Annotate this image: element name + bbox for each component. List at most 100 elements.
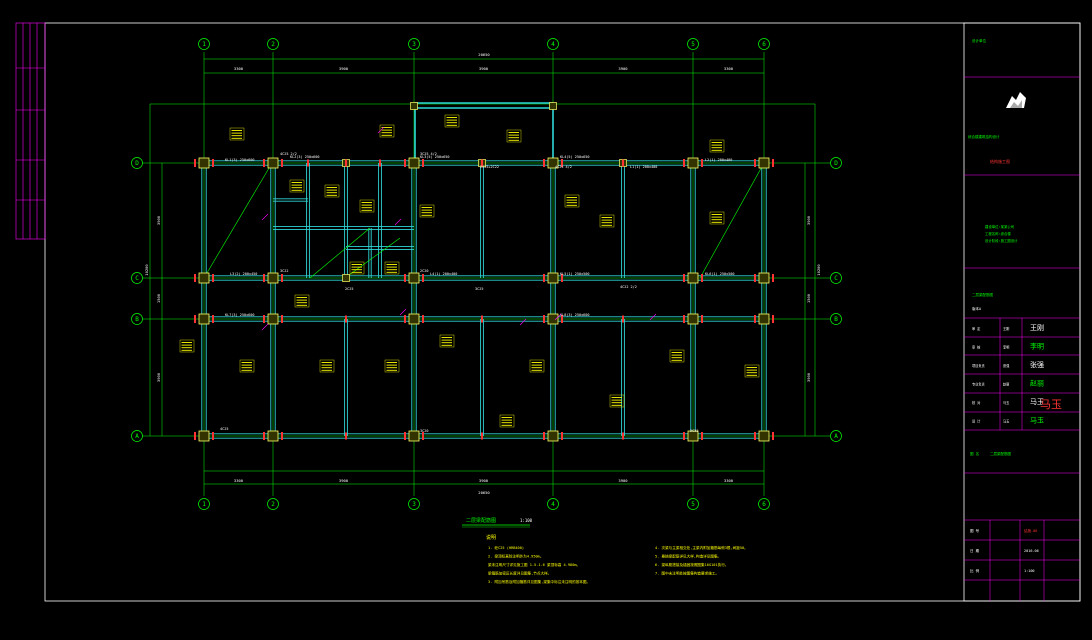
axis-bubble (198, 498, 210, 510)
axis-bubble (267, 38, 279, 50)
rebar-mark (404, 274, 406, 282)
rebar-label: 2C22 (690, 429, 698, 433)
plan-title-scale: 1:100 (520, 518, 533, 523)
beam-label: L1(1) 200x400 (630, 165, 657, 169)
tb-role-name: 李明 (1003, 345, 1009, 350)
axis-bubble (267, 498, 279, 510)
rebar-mark (561, 274, 563, 282)
notes: 说明 1. 砼C25 (HRB400)2. 梁顶标高除注明外为4.950m。 梁… (486, 534, 748, 584)
axis-bubble (547, 38, 559, 50)
notes-right-column: 4. 次梁与主梁相交处,主梁内附加箍筋每侧3根,间距50。5. 悬挑梁配筋详见大… (655, 545, 748, 576)
tb-drawing-name: 二层梁配筋图 (990, 451, 1011, 456)
axis-bubble-label: D (135, 160, 139, 167)
annotation-tag-box (439, 334, 455, 348)
rebar-mark (263, 159, 265, 167)
rebar-mark (754, 315, 756, 323)
column (547, 313, 559, 325)
annotation-tag-box (564, 194, 580, 208)
beam-label: L3(2) 200x450 (230, 272, 257, 276)
annotation-tag-box (506, 129, 522, 143)
tb-role-name: 马玉 (1003, 400, 1010, 405)
plan-title-text: 二层梁配筋图 (466, 517, 496, 524)
rebar-mark (263, 315, 265, 323)
rebar-mark (281, 159, 283, 167)
annotation-tag-box (669, 349, 685, 363)
axis-bubble-label: 4 (551, 41, 555, 48)
axis-bubble-label: 6 (762, 501, 766, 508)
column (198, 313, 210, 325)
rebar-mark (772, 274, 774, 282)
axis-bubble-label: 5 (691, 501, 695, 508)
tb-scale-label: 比 例 (970, 568, 980, 573)
axis-bubble-label: 3 (412, 501, 416, 508)
tb-role-signature: 张强 (1030, 360, 1044, 369)
tb-role-signature: 马玉 (1030, 417, 1044, 425)
rebar-label: 3C25 (475, 287, 483, 291)
axis-bubble-label: A (135, 433, 139, 440)
annotation-tag-box (744, 364, 760, 378)
column (408, 313, 420, 325)
column (687, 313, 699, 325)
rebar-mark (543, 315, 545, 323)
tb-role-label: 设 计 (972, 419, 981, 424)
tb-owner-line: 建设单位:某某公司 (985, 224, 1014, 229)
column (758, 157, 770, 169)
axis-bubble-label: B (135, 316, 139, 323)
rebar-mark (194, 159, 196, 167)
axis-bubble (408, 498, 420, 510)
rebar-mark (481, 315, 483, 323)
axis-bubble (131, 157, 143, 169)
beam-label: KL8(3) 250x600 (560, 313, 590, 317)
dim-text-left: 1500 (156, 293, 161, 303)
magenta-leader (649, 313, 657, 321)
tb-role-rows: 审 定王刚王刚审 核李明李明项目负责张强张强专业负责赵丽赵丽校 对马玉马玉设 计… (972, 323, 1044, 425)
column (547, 272, 559, 284)
rebar-mark (307, 159, 309, 167)
annotation-tag-box (359, 199, 375, 213)
rebar-mark (194, 315, 196, 323)
annotation-tag-box (419, 204, 435, 218)
axis-bubble-label: 3 (412, 41, 416, 48)
rebar-mark (481, 159, 483, 167)
column (267, 430, 279, 442)
axis-bubble (687, 38, 699, 50)
column (267, 157, 279, 169)
dim-text-top: 3900 (479, 66, 489, 71)
column (687, 430, 699, 442)
magenta-leader (554, 313, 562, 321)
annotation-tag-box (709, 211, 725, 225)
rebar-mark (281, 315, 283, 323)
rebar-mark (212, 315, 214, 323)
rebar-mark (194, 432, 196, 440)
tb-drawing-label: 图 名 (970, 451, 979, 456)
rebar-mark (622, 432, 624, 440)
title-block: 设计单位 综合楼建筑结构设计 结构施工图 建设单位:某某公司工程名称:综合楼设计… (963, 22, 1081, 602)
dim-text-top-total: 20650 (478, 52, 490, 57)
rebar-mark (212, 274, 214, 282)
rebar-mark (404, 159, 406, 167)
dim-text-right: 3900 (806, 215, 811, 225)
top-bay (414, 102, 554, 163)
beam-label: KL3(5) 250x650 (420, 155, 450, 159)
dim-text-top: 3300 (234, 66, 244, 71)
axis-bubble-label: 1 (202, 41, 206, 48)
dim-text-top: 3900 (339, 66, 349, 71)
beam-label: L2(1) 200x400 (705, 158, 732, 162)
rebar-mark (212, 432, 214, 440)
annotation-tag-box (289, 179, 305, 193)
tb-sheet-name: 二层梁配筋图 (972, 292, 993, 297)
tb-role-name: 王刚 (1003, 326, 1009, 331)
axis-bubble (758, 38, 770, 50)
tb-owner-line: 设计阶段:施工图设计 (985, 238, 1018, 243)
tb-sheetno: 结施-06 (1024, 528, 1037, 533)
column (687, 157, 699, 169)
dimension-texts: 3300330039003900390039003900390033003300… (144, 52, 821, 495)
annotation-tag-box (239, 359, 255, 373)
rebar-mark (263, 432, 265, 440)
rebar-mark (683, 159, 685, 167)
beams (201, 160, 767, 439)
rebar-mark (561, 159, 563, 167)
column (758, 313, 770, 325)
